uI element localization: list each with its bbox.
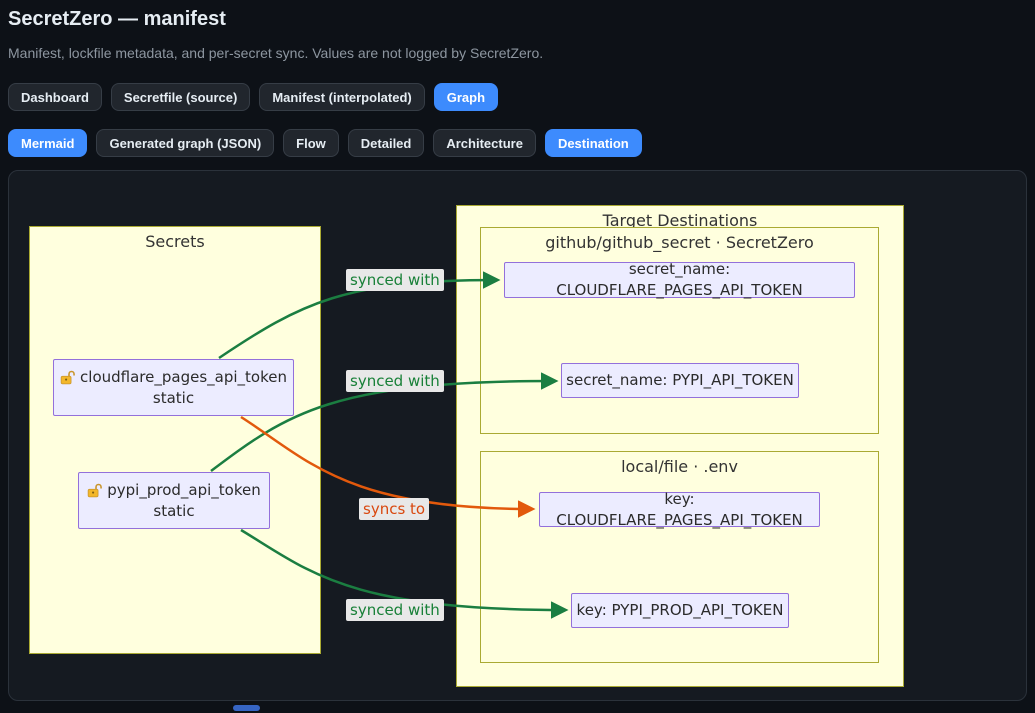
secondary-tab-bar: Mermaid Generated graph (JSON) Flow Deta… xyxy=(8,129,1027,157)
node-pypi-line1: pypi_prod_api_token xyxy=(87,480,261,501)
node-cloudflare-line1: cloudflare_pages_api_token xyxy=(60,367,287,388)
horizontal-scrollbar-track[interactable] xyxy=(0,702,1035,713)
tab-flow[interactable]: Flow xyxy=(283,129,339,157)
subgraph-target-destinations-title: Target Destinations xyxy=(602,211,758,230)
tab-detailed[interactable]: Detailed xyxy=(347,129,425,157)
node-local-key-pypi: key: PYPI_PROD_API_TOKEN xyxy=(571,593,789,628)
edge-label-synced-with-3: synced with xyxy=(346,599,444,621)
node-local-key-cloudflare: key: CLOUDFLARE_PAGES_API_TOKEN xyxy=(539,490,820,529)
node-cloudflare-name: cloudflare_pages_api_token xyxy=(80,367,287,386)
tab-dashboard[interactable]: Dashboard xyxy=(8,83,102,111)
edge-label-syncs-to: syncs to xyxy=(359,498,430,520)
node-pypi-type: static xyxy=(153,501,195,520)
horizontal-scrollbar-thumb[interactable] xyxy=(233,705,260,711)
node-cloudflare-type: static xyxy=(152,388,195,407)
subgraph-secrets: Secrets xyxy=(29,226,321,654)
edge-label-synced-with-1: synced with xyxy=(346,269,444,291)
subgraph-secrets-title: Secrets xyxy=(145,232,205,251)
node-local-key-cloudflare-label: key: CLOUDFLARE_PAGES_API_TOKEN xyxy=(556,489,803,529)
tab-manifest-interpolated[interactable]: Manifest (interpolated) xyxy=(259,83,425,111)
tab-generated-graph-json[interactable]: Generated graph (JSON) xyxy=(96,129,275,157)
node-github-secret-name-pypi: secret_name: PYPI_API_TOKEN xyxy=(561,363,799,398)
edge-label-synced-with-2: synced with xyxy=(346,370,444,392)
node-github-secret-name-cloudflare-label: secret_name: CLOUDFLARE_PAGES_API_TOKEN xyxy=(556,260,803,299)
mermaid-diagram-canvas: Secrets Target Destinations github/githu… xyxy=(8,170,1027,701)
primary-tab-bar: Dashboard Secretfile (source) Manifest (… xyxy=(8,83,1027,111)
unlocked-padlock-icon xyxy=(60,370,75,384)
subgraph-local-file-title: local/file · .env xyxy=(621,457,738,476)
page-subtitle: Manifest, lockfile metadata, and per-sec… xyxy=(8,45,544,61)
unlocked-padlock-icon xyxy=(88,483,103,497)
tab-secretfile-source[interactable]: Secretfile (source) xyxy=(110,83,251,111)
page-title: SecretZero — manifest xyxy=(8,8,226,30)
tab-mermaid[interactable]: Mermaid xyxy=(8,129,88,157)
tab-architecture[interactable]: Architecture xyxy=(433,129,536,157)
subgraph-local-file: local/file · .env xyxy=(480,451,879,663)
node-pypi-prod-api-token: pypi_prod_api_token static xyxy=(78,472,270,529)
node-pypi-name: pypi_prod_api_token xyxy=(107,480,261,499)
tab-destination[interactable]: Destination xyxy=(544,129,642,157)
node-local-key-pypi-label: key: PYPI_PROD_API_TOKEN xyxy=(576,601,784,619)
node-cloudflare-pages-api-token: cloudflare_pages_api_token static xyxy=(53,359,294,416)
subgraph-github-secret-title: github/github_secret · SecretZero xyxy=(545,233,814,252)
node-github-secret-name-cloudflare: secret_name: CLOUDFLARE_PAGES_API_TOKEN xyxy=(504,260,855,299)
tab-graph[interactable]: Graph xyxy=(433,83,499,111)
node-github-secret-name-pypi-label: secret_name: PYPI_API_TOKEN xyxy=(566,371,794,389)
